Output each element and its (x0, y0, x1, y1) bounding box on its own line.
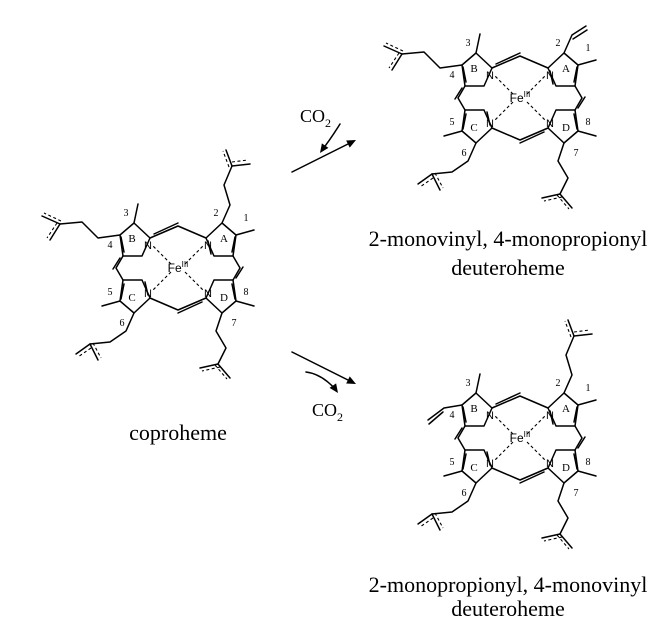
ring-label-a: A (562, 403, 570, 415)
position-2: 2 (556, 38, 561, 49)
position-7: 7 (232, 318, 237, 329)
position-3: 3 (466, 38, 471, 49)
product-bottom-molecule: FeIII N N N N A B C D 1 2 3 4 5 6 7 8 (417, 319, 597, 550)
iron-atom: FeIII (510, 430, 531, 445)
position-6: 6 (462, 488, 467, 499)
nitrogen-b: N (144, 240, 152, 252)
product-bottom-label-line1: 2-monopropionyl, 4-monovinyl (369, 572, 648, 597)
position-8: 8 (586, 457, 591, 468)
coproheme-label: coproheme (129, 420, 227, 445)
position-4: 4 (108, 240, 113, 251)
position-8: 8 (244, 287, 249, 298)
reaction-arrow-bottom: CO2 (291, 351, 358, 424)
ring-label-c: C (128, 292, 135, 304)
nitrogen-d: N (546, 458, 554, 470)
ring-label-d: D (562, 462, 570, 474)
product-top-label-line1: 2-monovinyl, 4-monopropionyl (369, 226, 648, 251)
nitrogen-c: N (486, 458, 494, 470)
position-3: 3 (124, 208, 129, 219)
position-3: 3 (466, 378, 471, 389)
position-6: 6 (462, 148, 467, 159)
reaction-arrow-top: CO2 (291, 106, 358, 173)
position-1: 1 (244, 213, 249, 224)
nitrogen-a: N (546, 70, 554, 82)
ring-label-c: C (470, 462, 477, 474)
nitrogen-c: N (486, 118, 494, 130)
position-1: 1 (586, 43, 591, 54)
position-5: 5 (108, 287, 113, 298)
nitrogen-a: N (546, 410, 554, 422)
nitrogen-d: N (204, 288, 212, 300)
co2-label-top: CO2 (300, 106, 331, 130)
position-5: 5 (450, 117, 455, 128)
co2-label-bottom: CO2 (312, 400, 343, 424)
position-2: 2 (214, 208, 219, 219)
product-top-label-line2: deuteroheme (451, 255, 565, 280)
iron-atom: FeIII (168, 260, 189, 275)
ring-label-d: D (220, 292, 228, 304)
iron-atom: FeIII (510, 90, 531, 105)
nitrogen-a: N (204, 240, 212, 252)
position-4: 4 (450, 410, 455, 421)
ring-label-d: D (562, 122, 570, 134)
position-4: 4 (450, 70, 455, 81)
position-8: 8 (586, 117, 591, 128)
position-2: 2 (556, 378, 561, 389)
position-5: 5 (450, 457, 455, 468)
nitrogen-c: N (144, 288, 152, 300)
ring-label-c: C (470, 122, 477, 134)
ring-label-b: B (470, 63, 477, 75)
ring-label-b: B (128, 233, 135, 245)
nitrogen-b: N (486, 70, 494, 82)
position-7: 7 (574, 488, 579, 499)
nitrogen-d: N (546, 118, 554, 130)
ring-label-a: A (562, 63, 570, 75)
product-top-molecule: FeIII N N N N A B C D 1 2 3 4 5 6 7 8 (383, 25, 597, 210)
position-1: 1 (586, 383, 591, 394)
position-7: 7 (574, 148, 579, 159)
product-bottom-label-line2: deuteroheme (451, 596, 565, 621)
ring-label-a: A (220, 233, 228, 245)
position-6: 6 (120, 318, 125, 329)
ring-label-b: B (470, 403, 477, 415)
coproheme-molecule: FeIII N N N N A B C D 1 2 3 4 5 6 7 8 (41, 149, 255, 380)
nitrogen-b: N (486, 410, 494, 422)
